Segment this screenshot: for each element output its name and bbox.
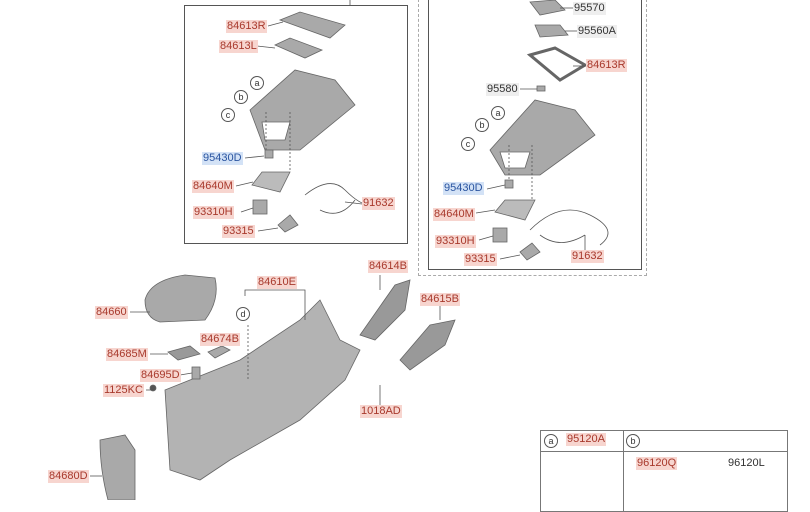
part-label-84613R[interactable]: 84613R — [586, 59, 627, 72]
part-84695D — [191, 366, 201, 380]
part-label-96120L[interactable]: 96120L — [728, 457, 765, 469]
part-label-91632[interactable]: 91632 — [362, 197, 395, 210]
part-label-84614B[interactable]: 84614B — [368, 260, 408, 273]
ref-circle-c: c — [461, 137, 475, 151]
part-93310H — [492, 227, 508, 243]
part-label-93315[interactable]: 93315 — [222, 225, 255, 238]
part-84613R-frame — [526, 46, 588, 82]
ref-circle-b: b — [475, 118, 489, 132]
part-label-93310H[interactable]: 93310H — [435, 235, 476, 248]
part-label-84685M[interactable]: 84685M — [106, 348, 148, 361]
part-84674B — [207, 345, 231, 359]
part-label-95570[interactable]: 95570 — [573, 2, 606, 15]
part-95430D — [504, 179, 514, 189]
ref-circle-c: c — [221, 108, 235, 122]
ref-circle-a: a — [250, 76, 264, 90]
part-label-84695D[interactable]: 84695D — [140, 369, 181, 382]
part-84640M — [251, 171, 291, 193]
part-label-84615B[interactable]: 84615B — [420, 293, 460, 306]
part-95430D — [264, 149, 274, 159]
part-84613L — [274, 37, 324, 59]
part-label-91632[interactable]: 91632 — [571, 250, 604, 263]
legend-ref-a: a — [544, 434, 558, 448]
part-91632-wiring — [529, 209, 609, 246]
part-label-84613L[interactable]: 84613L — [219, 40, 258, 53]
part-label-1018AD[interactable]: 1018AD — [360, 405, 402, 418]
part-84613R — [278, 11, 346, 39]
part-93315 — [519, 242, 541, 261]
part-label-84613R[interactable]: 84613R — [226, 20, 267, 33]
parts-illustration — [90, 0, 771, 500]
part-84614B — [359, 279, 411, 341]
part-84680D — [99, 434, 136, 500]
part-label-93310H[interactable]: 93310H — [193, 206, 234, 219]
ref-circle-a: a — [491, 106, 505, 120]
part-84640M — [494, 199, 536, 221]
part-84615B — [399, 319, 456, 371]
part-93315 — [277, 214, 299, 233]
part-label-95430D[interactable]: 95430D — [443, 182, 484, 195]
upper-left-assembly-box — [184, 5, 408, 244]
part-label-95430D[interactable]: 95430D — [202, 152, 243, 165]
part-label-84674B[interactable]: 84674B — [200, 333, 240, 346]
part-label-84640M[interactable]: 84640M — [192, 180, 234, 193]
part-label-93315[interactable]: 93315 — [464, 253, 497, 266]
part-1125KC — [149, 384, 157, 392]
part-label-84610E[interactable]: 84610E — [257, 276, 297, 289]
part-95580 — [536, 85, 546, 92]
part-label-95120A[interactable]: 95120A — [566, 433, 606, 446]
part-label-84640M[interactable]: 84640M — [433, 208, 475, 221]
part-93310H — [252, 199, 268, 215]
part-label-1125KC[interactable]: 1125KC — [103, 384, 144, 397]
part-84660 — [144, 274, 217, 323]
part-84610E — [164, 299, 361, 481]
part-95560A — [534, 24, 569, 38]
legend-column-divider — [623, 431, 624, 511]
part-95570 — [529, 0, 566, 16]
legend-ref-b: b — [626, 434, 640, 448]
part-label-96120Q[interactable]: 96120Q — [636, 457, 678, 470]
part-label-84680D[interactable]: 84680D — [48, 470, 89, 483]
legend-header-row — [541, 431, 787, 452]
upper-right-variant-box — [418, 0, 647, 276]
part-84685M — [167, 345, 201, 361]
part-label-84660[interactable]: 84660 — [95, 306, 128, 319]
ref-circle-d: d — [236, 307, 250, 321]
ref-circle-b: b — [234, 90, 248, 104]
part-label-95560A[interactable]: 95560A — [577, 25, 617, 38]
part-console-upper-panel — [489, 99, 596, 176]
upper-right-assembly-box — [428, 0, 642, 270]
part-label-95580[interactable]: 95580 — [486, 83, 519, 96]
